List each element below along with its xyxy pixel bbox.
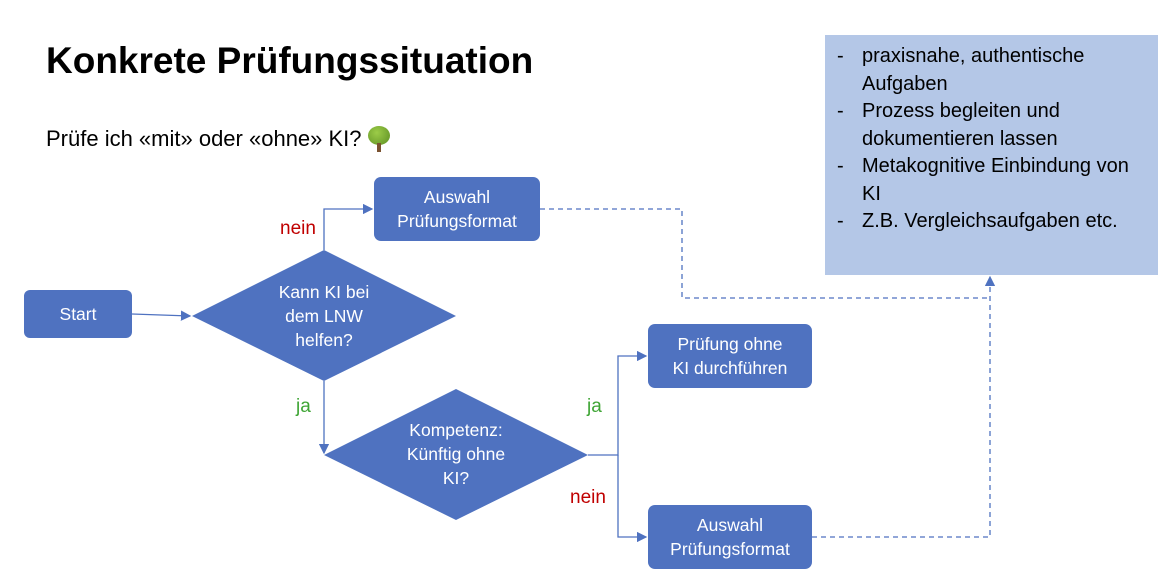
format-node-2 xyxy=(648,505,812,569)
format-1-label: Auswahl Prüfungsformat xyxy=(397,187,517,231)
connector xyxy=(617,455,648,543)
without-ai-label: Prüfung ohne KI durchführen xyxy=(672,334,788,378)
format-2-label: Auswahl Prüfungsformat xyxy=(670,515,790,559)
slide-title: Konkrete Prüfungssituation xyxy=(46,40,534,81)
yes-label: ja xyxy=(296,396,311,417)
format-node-1 xyxy=(374,177,540,241)
note-item: Z.B. Vergleichsaufgaben etc. xyxy=(835,208,1148,236)
dashed-connector xyxy=(812,275,996,538)
start-node xyxy=(24,290,132,338)
decision-node-2 xyxy=(324,389,588,520)
dashed-connector xyxy=(540,208,990,299)
slide-subtitle: Prüfe ich «mit» oder «ohne» KI? xyxy=(46,126,390,152)
note-item: praxisnahe, authentische Aufgaben xyxy=(835,43,1148,98)
note-item: Metakognitive Einbindung von KI xyxy=(835,153,1148,208)
note-item: Prozess begleiten und dokumentieren lass… xyxy=(835,98,1148,153)
connector xyxy=(131,310,192,321)
note-box: praxisnahe, authentische Aufgaben Prozes… xyxy=(825,35,1158,275)
decision-1-label: Kann KI bei dem LNW helfen? xyxy=(278,282,370,350)
decision-node-1 xyxy=(192,250,456,381)
decision-2-label: Kompetenz: Künftig ohne KI? xyxy=(406,420,506,488)
subtitle-text: Prüfe ich «mit» oder «ohne» KI? xyxy=(46,126,362,151)
connector xyxy=(323,203,374,250)
yes-label: ja xyxy=(587,396,602,417)
no-label: nein xyxy=(570,487,606,508)
connector xyxy=(588,350,648,456)
start-label: Start xyxy=(59,304,97,324)
no-label: nein xyxy=(280,218,316,239)
tree-icon xyxy=(367,126,390,152)
without-ai-node xyxy=(648,324,812,388)
